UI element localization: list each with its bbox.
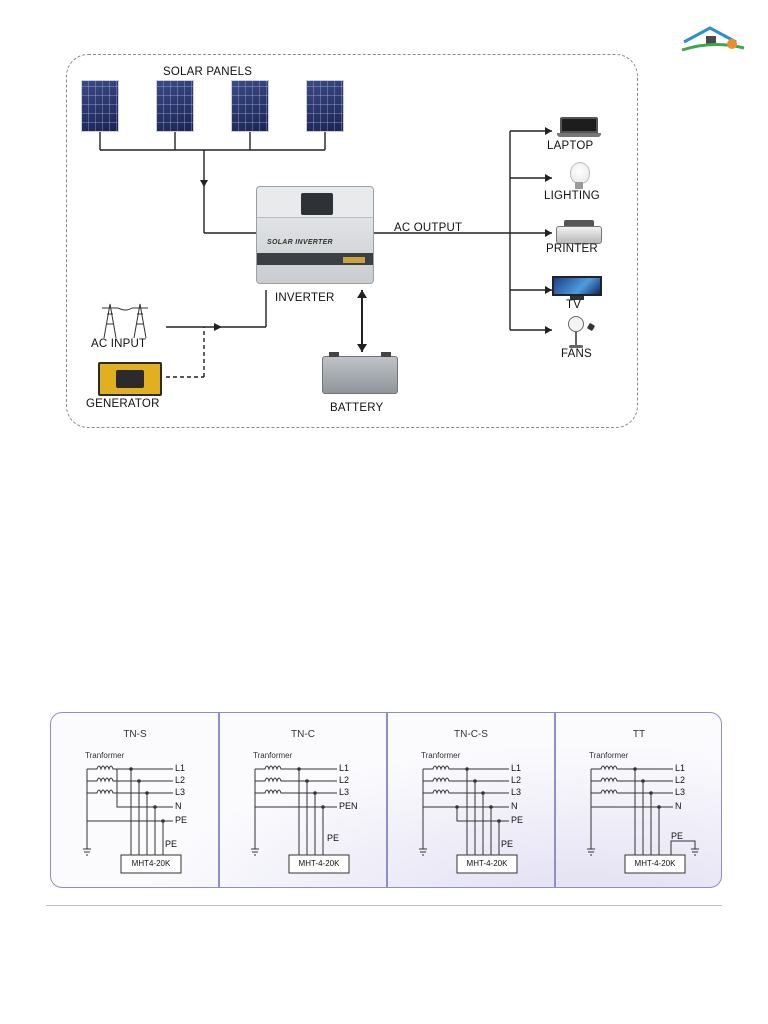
device-label-laptop: LAPTOP	[547, 140, 594, 152]
earthing-systems-panel: TN-S Tranformer L1 L2 L3 N PE PE MHT4-20…	[50, 712, 722, 888]
line-label: L3	[339, 787, 350, 797]
line-label: PEN	[339, 801, 358, 811]
line-label: L3	[511, 787, 522, 797]
transformer-label: Tranformer	[253, 751, 293, 760]
line-label: L2	[511, 775, 522, 785]
pe-label: PE	[671, 831, 684, 841]
tn-c-schematic	[251, 765, 350, 874]
inverter-device: SOLAR INVERTER	[256, 186, 374, 284]
device-label: MHT-4-20K	[466, 859, 508, 868]
line-label: N	[175, 801, 182, 811]
line-label: L3	[675, 787, 686, 797]
ac-output-label: AC OUTPUT	[394, 222, 463, 234]
solar-panel	[81, 80, 119, 132]
earthing-tn-s: TN-S Tranformer L1 L2 L3 N PE PE MHT4-20…	[51, 713, 219, 887]
panel-title: TN-S	[123, 729, 147, 740]
panel-title: TT	[632, 729, 646, 740]
bottom-divider	[46, 905, 722, 906]
printer-icon	[556, 220, 602, 244]
tn-s-schematic	[83, 765, 182, 874]
generator-label: GENERATOR	[86, 398, 160, 410]
transformer-label: Tranformer	[85, 751, 125, 760]
laptop-icon	[557, 117, 602, 139]
system-diagram-frame	[66, 54, 638, 428]
panel-title: TN-C	[291, 729, 315, 740]
device-label-tv: TV	[566, 299, 582, 311]
panel-title: TN-C-S	[454, 729, 488, 740]
pe-label: PE	[165, 839, 178, 849]
line-label: L2	[675, 775, 686, 785]
line-label: PE	[511, 815, 524, 825]
device-label: MHT4-20K	[131, 859, 171, 868]
tn-c-s-schematic	[419, 765, 518, 874]
line-label: L1	[511, 763, 522, 773]
inverter-device-text: SOLAR INVERTER	[267, 239, 333, 246]
pe-label: PE	[501, 839, 514, 849]
solar-panel	[231, 80, 269, 132]
line-label: L2	[339, 775, 350, 785]
generator-icon	[98, 362, 162, 396]
line-label: N	[511, 801, 518, 811]
line-label: L3	[175, 787, 186, 797]
earthing-tn-c-s: TN-C-S Tranformer L1 L2 L3 N PE PE MHT-4…	[387, 713, 555, 887]
transformer-label: Tranformer	[421, 751, 461, 760]
line-label: L1	[339, 763, 350, 773]
line-label: N	[675, 801, 682, 811]
solar-panels-label: SOLAR PANELS	[163, 66, 253, 78]
battery-icon	[322, 352, 398, 394]
light-bulb-icon	[564, 162, 594, 190]
battery-label: BATTERY	[330, 402, 384, 414]
device-label-lighting: LIGHTING	[544, 190, 600, 202]
earthing-tn-c: TN-C Tranformer L1 L2 L3 PEN PE MHT-4-20…	[219, 713, 387, 887]
line-label: PE	[175, 815, 188, 825]
device-label: MHT-4-20K	[298, 859, 340, 868]
ac-input-label: AC INPUT	[91, 338, 147, 350]
solar-panel	[156, 80, 194, 132]
transformer-label: Tranformer	[589, 751, 629, 760]
solar-panel	[306, 80, 344, 132]
line-label: L2	[175, 775, 186, 785]
line-label: L1	[675, 763, 686, 773]
inverter-display-icon	[301, 193, 333, 215]
power-pylon-icon	[102, 303, 148, 338]
line-label: L1	[175, 763, 186, 773]
device-label: MHT-4-20K	[634, 859, 676, 868]
pe-label: PE	[327, 833, 340, 843]
device-label-printer: PRINTER	[546, 243, 598, 255]
inverter-label: INVERTER	[275, 292, 335, 304]
tt-schematic	[587, 765, 699, 874]
tv-icon	[552, 276, 602, 300]
device-label-fans: FANS	[561, 348, 592, 360]
earthing-tt: TT Tranformer L1 L2 L3 N PE MHT-4-20K	[555, 713, 721, 887]
fan-icon	[564, 316, 596, 348]
house-logo-icon	[681, 26, 745, 52]
